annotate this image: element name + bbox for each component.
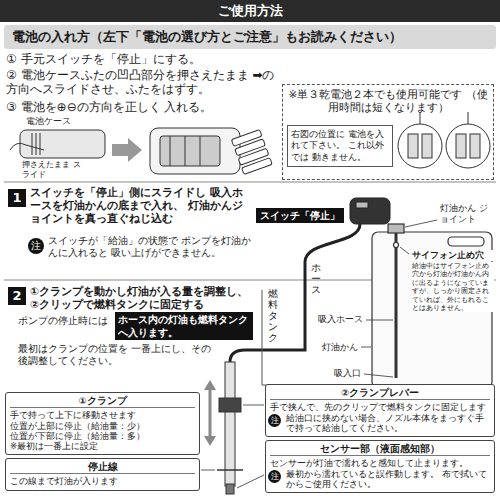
node-text: スイッチ「停止」 <box>260 209 340 222</box>
node-text: 手で持って上下に移動させます <box>10 410 195 420</box>
text-label: サイフォン止め穴 <box>412 250 494 261</box>
battery-position-figure <box>398 112 490 168</box>
node-text: 2 <box>8 287 26 305</box>
text-label: ① 手元スイッチを「停止」にする。 <box>6 52 282 66</box>
text-label: ② 電池ケースふたの凹凸部分を押さえたまま ➡の方向へスライドさせ、ふたをはずす… <box>6 68 278 97</box>
clamp-box: ①クランプ手で持って上下に移動させます位置が上部に停止（給油量：少）位置が下部に… <box>5 392 200 455</box>
text-label: ①クランプを動かし灯油が入る量を調整し、 ②クリップで燃料タンクに固定する <box>30 285 258 310</box>
pump-body-open <box>150 128 272 175</box>
highlight-box: ホース内の灯油も燃料タンクへ入ります。 <box>115 312 253 340</box>
note-box: ※単３乾電池２本でも使用可能です （使用時間は短くなります） 右図の位置に 電池を… <box>282 84 494 180</box>
node-text: 右図の位置に 電池を入れて下さい。 これ以外では 動きません。 <box>291 129 389 163</box>
text-label: 給油中はサイフォン止め穴から灯油が灯油かん内に出るようになっていますが、しっかり… <box>412 262 494 312</box>
box-heading: センサー部（液面感知部） <box>270 443 490 456</box>
text-label: ③ 電池を⊕⊖の方向を正しく 入れる。 <box>6 100 282 114</box>
step-number: 2 <box>8 287 26 305</box>
sensor-box: センサー部（液面感知部） センサーが灯油で濡れると感知して止まります。最初から濡れ… <box>265 440 495 493</box>
text-label: スイッチが「給油」の状態で ポンプを灯油かんに入れると 吸い上げができません。 <box>48 235 253 259</box>
node-text: この線まで灯油が入ります <box>10 476 195 486</box>
step-number: 1 <box>8 189 26 207</box>
nozzle <box>204 362 243 494</box>
caution-mark: 注 <box>268 470 281 483</box>
node-text: 注 <box>28 238 44 254</box>
node-text: ※単３乾電池２本でも使用可能です （使用時間は短くなります） <box>287 88 489 114</box>
text-label: 吸入ホース <box>318 314 363 325</box>
node-text: 位置が下部に停止（給油量：多） <box>10 431 195 441</box>
box-heading: ①クランプ <box>10 395 195 408</box>
node-text: 手で挟んで、先のクリップで燃料タンクに固定します <box>270 402 490 412</box>
vertical-label: 燃料タンク <box>268 288 278 343</box>
node-text: 最初から濡れていると誤作動します。 布で拭いてからご使用ください。 <box>270 469 490 489</box>
node-text: 位置が上部に停止（給油量：少） <box>10 421 195 431</box>
direction-arrow <box>112 138 142 162</box>
text-label: 灯油かん <box>322 342 358 353</box>
clamp-lever-box: ②クランプレバー手で挟んで、先のクリップで燃料タンクに固定します給油口に挟めない… <box>265 384 495 437</box>
separator <box>4 182 496 183</box>
note-inner-box: 右図の位置に 電池を入れて下さい。 これ以外では 動きません。 <box>287 125 393 167</box>
fuel-tank-edge <box>262 290 300 385</box>
stop-line-box: 停止線この線まで灯油が入ります <box>5 458 200 491</box>
node-text: ※最初は一番上に設定 <box>10 441 195 451</box>
pump-head <box>230 198 390 362</box>
text-label: スイッチを「停止」側にスライドし 吸入ホースを灯油かんの底まで入れ、 灯油かんジ… <box>30 186 250 226</box>
battery-case <box>10 130 105 158</box>
text-label: 灯油かん ジョイント <box>440 203 495 225</box>
caution-mark: 注 <box>28 238 44 254</box>
node-text: ホース内の灯油も燃料タンクへ入ります。 <box>118 313 250 339</box>
text-label: 最初はクランプの位置を 一番上にし、その後調整してください。 <box>18 343 218 367</box>
box-heading: 停止線 <box>10 461 195 474</box>
node-text: 注 <box>268 414 281 427</box>
section-band: 電池の入れ方（左下「電池の選び方とご注意」もお読みください） <box>4 25 496 49</box>
text-label: ポンプの停止時には <box>18 315 108 327</box>
caution-mark: 注 <box>268 414 281 427</box>
node-text: 給油口に挟めない場合、ノズル本体をまっすぐ手で持って給油してください。 <box>270 413 490 433</box>
node-text: 注 <box>268 470 281 483</box>
vertical-label: ホース <box>311 262 321 295</box>
node-text: センサーが灯油で濡れると感知して止まります。 <box>270 458 490 468</box>
title-band: ご使用方法 <box>0 0 500 22</box>
node-text: 1 <box>8 189 26 207</box>
text-label: 押さえたまま スライド <box>22 160 84 179</box>
node-text: 電池の入れ方（左下「電池の選び方とご注意」もお読みください） <box>12 28 488 46</box>
text-label: 吸入口 <box>334 368 361 379</box>
text-label: 電池ケース <box>26 116 71 127</box>
switch-label: スイッチ「停止」 <box>256 208 344 223</box>
box-heading: ②クランプレバー <box>270 387 490 400</box>
